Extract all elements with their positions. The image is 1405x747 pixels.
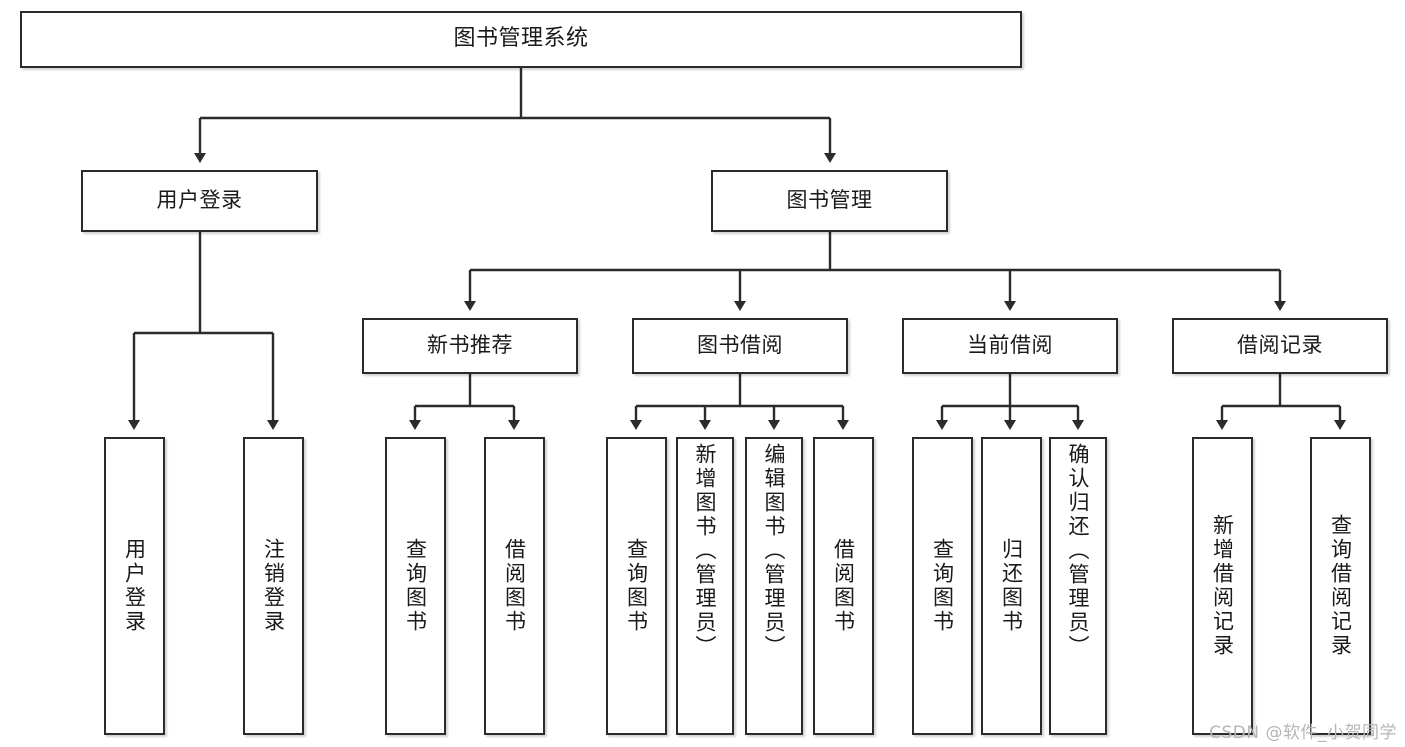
node-label: 归还图书 <box>999 538 1024 634</box>
node-label: 查询图书 <box>624 538 649 634</box>
edge-borrow-bus <box>636 374 843 408</box>
leaf-query-borrow-record[interactable]: 查询借阅记录 <box>1310 437 1371 735</box>
leaf-borrow-book-recommend[interactable]: 借阅图书 <box>484 437 545 735</box>
node-new-book-recommend[interactable]: 新书推荐 <box>362 318 578 374</box>
node-label: 用户登录 <box>156 188 243 213</box>
leaf-logout-login[interactable]: 注销登录 <box>243 437 304 735</box>
node-root-system[interactable]: 图书管理系统 <box>20 11 1022 68</box>
node-borrow-record[interactable]: 借阅记录 <box>1172 318 1388 374</box>
leaf-borrow-book[interactable]: 借阅图书 <box>813 437 874 735</box>
node-label: 确认归还（管理员） <box>1066 443 1091 659</box>
leaf-query-book-borrow[interactable]: 查询图书 <box>606 437 667 735</box>
leaf-return-book[interactable]: 归还图书 <box>981 437 1042 735</box>
edge-book-mgmt-bus <box>470 232 1280 272</box>
leaf-query-book-recommend[interactable]: 查询图书 <box>385 437 446 735</box>
node-label: 注销登录 <box>261 538 286 634</box>
node-label: 新书推荐 <box>427 333 513 358</box>
edge-borrow-leaves <box>630 406 849 430</box>
edge-root-to-bus <box>200 68 830 120</box>
node-label: 新增借阅记录 <box>1210 514 1235 658</box>
edge-bus-to-level2 <box>194 118 836 163</box>
leaf-add-book-admin[interactable]: 新增图书（管理员） <box>676 437 734 735</box>
edge-book-mgmt-level3 <box>464 270 1286 311</box>
node-label: 编辑图书（管理员） <box>762 443 787 659</box>
node-current-borrow[interactable]: 当前借阅 <box>902 318 1118 374</box>
edge-record-bus <box>1222 374 1340 408</box>
node-label: 新增图书（管理员） <box>693 443 718 659</box>
node-book-management[interactable]: 图书管理 <box>711 170 948 232</box>
node-label: 用户登录 <box>122 538 147 634</box>
node-label: 图书借阅 <box>697 333 783 358</box>
node-book-borrow[interactable]: 图书借阅 <box>632 318 848 374</box>
edge-new-book-leaves <box>409 406 520 430</box>
node-label: 当前借阅 <box>967 333 1053 358</box>
node-label: 查询图书 <box>930 538 955 634</box>
leaf-add-borrow-record[interactable]: 新增借阅记录 <box>1192 437 1253 735</box>
node-label: 借阅记录 <box>1237 333 1323 358</box>
node-label: 借阅图书 <box>831 538 856 634</box>
edge-current-leaves <box>936 406 1084 430</box>
leaf-edit-book-admin[interactable]: 编辑图书（管理员） <box>745 437 803 735</box>
edge-current-bus <box>942 374 1078 408</box>
node-label: 查询借阅记录 <box>1328 514 1353 658</box>
watermark-text: CSDN @软件_小贺同学 <box>1209 723 1397 743</box>
node-user-login[interactable]: 用户登录 <box>81 170 318 232</box>
leaf-confirm-return-admin[interactable]: 确认归还（管理员） <box>1049 437 1107 735</box>
node-label: 图书管理 <box>786 188 873 213</box>
leaf-user-login[interactable]: 用户登录 <box>104 437 165 735</box>
edge-record-leaves <box>1216 406 1346 430</box>
node-label: 图书管理系统 <box>453 26 589 52</box>
edge-user-login-leaves <box>128 333 279 430</box>
edge-user-login-bus <box>134 232 273 335</box>
node-label: 借阅图书 <box>502 538 527 634</box>
edge-new-book-bus <box>415 374 514 408</box>
node-label: 查询图书 <box>403 538 428 634</box>
leaf-query-book-current[interactable]: 查询图书 <box>912 437 973 735</box>
